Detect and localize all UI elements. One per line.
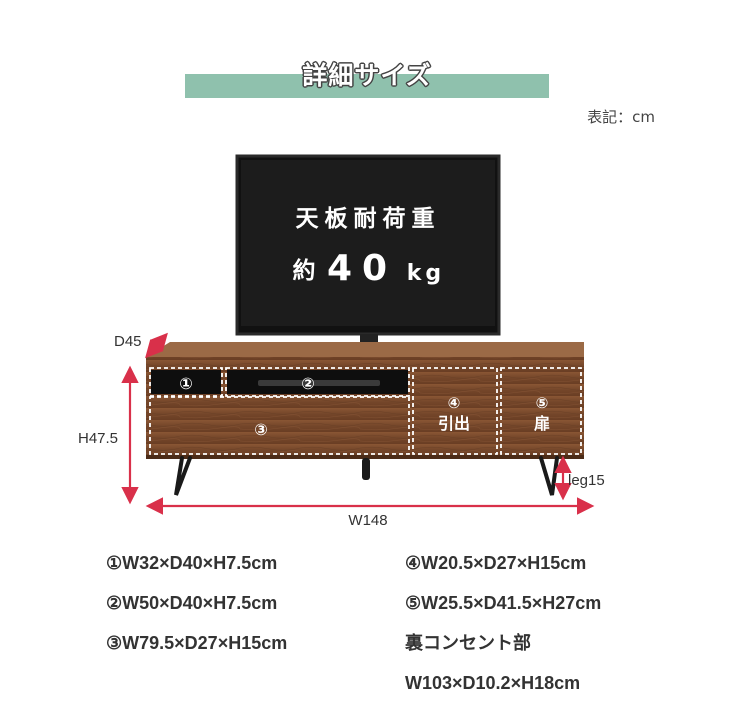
spec-item-1: ①W32×D40×H7.5cm (106, 553, 278, 573)
depth-arrow (145, 332, 168, 359)
unit-note: 表記：cm (587, 108, 655, 126)
compartment-5-number: ⑤ (536, 394, 549, 412)
spec-list-right: ④W20.5×D27×H15cm ⑤W25.5×D41.5×H27cm 裏コンセ… (405, 543, 601, 703)
tv-text-line1: 天板耐荷重 (296, 206, 441, 232)
leg-right (539, 456, 559, 496)
spec-item-4: ④W20.5×D27×H15cm (405, 553, 587, 573)
outline-2 (225, 367, 410, 397)
shelf-opening-1 (151, 370, 221, 394)
board-bottom-edge (146, 455, 584, 459)
tv-screen-inner (241, 160, 495, 326)
spec-item-3: ③W79.5×D27×H15cm (106, 633, 288, 653)
spec-rear-outlet-title: 裏コンセント部 (405, 633, 531, 653)
compartment-1-label: ① (179, 374, 193, 393)
device-in-shelf (258, 380, 380, 386)
compartment-4-label: 引出 (438, 414, 470, 433)
spec-item-5: ⑤W25.5×D41.5×H27cm (405, 593, 602, 613)
spec-rear-outlet-size: W103×D10.2×H18cm (405, 673, 581, 693)
compartment-3-label: ③ (254, 420, 268, 439)
leg-label: leg15 (568, 472, 605, 489)
compartment-5-label: 扉 (534, 414, 550, 433)
outline-5 (500, 367, 582, 455)
outline-4 (412, 367, 498, 455)
tv-board: ① ② ③ ④ 引出 ⑤ 扉 (146, 342, 584, 496)
spec-list-left: ①W32×D40×H7.5cm ②W50×D40×H7.5cm ③W79.5×D… (106, 543, 287, 663)
page-title: 詳細サイズ (302, 61, 432, 90)
tv-text-prefix: 約 (293, 257, 316, 284)
width-label: W148 (348, 512, 387, 529)
compartment-4-number: ④ (448, 394, 461, 412)
depth-label: D45 (114, 333, 142, 350)
tv-board-diagram: 天板耐荷重 約 40 kg ① ② ③ ④ 引出 ⑤ 扉 (78, 154, 605, 529)
outline-3 (149, 396, 410, 455)
board-top-surface (146, 342, 584, 357)
compartment-2-label: ② (301, 374, 315, 393)
leg-left (174, 456, 192, 496)
outline-1 (149, 367, 223, 397)
tv: 天板耐荷重 約 40 kg (235, 154, 501, 356)
tv-text-value: 40 (327, 248, 397, 289)
spec-item-2: ②W50×D40×H7.5cm (106, 593, 278, 613)
tv-text-unit: kg (407, 261, 445, 286)
tv-neck (360, 334, 378, 344)
title-bar (185, 74, 549, 98)
height-label: H47.5 (78, 430, 118, 447)
center-leg (362, 458, 370, 480)
